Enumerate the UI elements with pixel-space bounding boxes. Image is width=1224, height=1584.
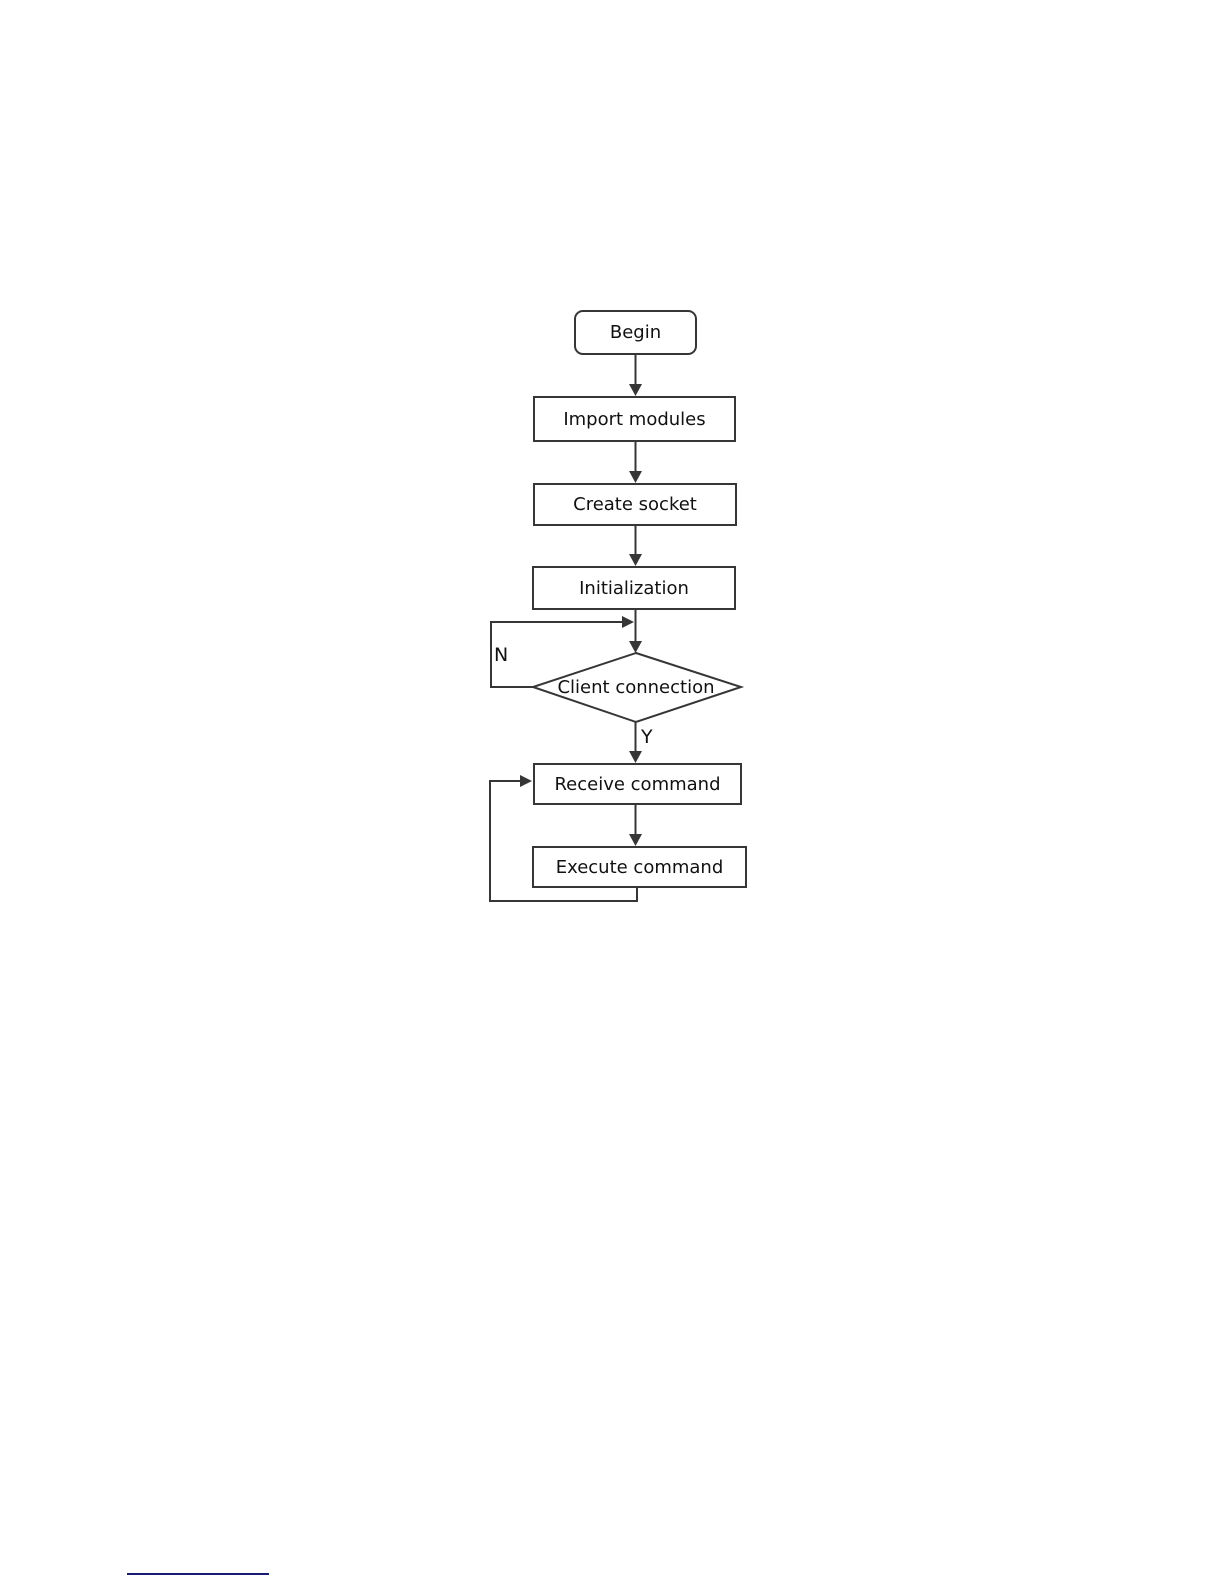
- arrowhead-receive-top-icon: [629, 751, 642, 763]
- edge-execute-receive-loop: [489, 780, 638, 902]
- node-import-modules-label: Import modules: [563, 408, 706, 430]
- footnote-divider: [127, 1573, 269, 1575]
- arrowhead-no-loop-icon: [622, 616, 634, 628]
- node-create-socket: Create socket: [533, 483, 737, 526]
- arrowhead-execute-top-icon: [629, 834, 642, 846]
- node-initialization-label: Initialization: [579, 577, 689, 599]
- node-initialization: Initialization: [532, 566, 736, 610]
- branch-label-yes: Y: [641, 726, 653, 748]
- node-create-socket-label: Create socket: [573, 494, 697, 515]
- node-receive-command: Receive command: [533, 763, 742, 805]
- branch-label-no: N: [494, 644, 509, 666]
- node-execute-command: Execute command: [532, 846, 747, 888]
- arrowhead-receive-left-icon: [520, 775, 532, 787]
- node-client-connection: Client connection: [536, 674, 736, 700]
- arrowhead-create-top-icon: [629, 471, 642, 483]
- node-client-connection-label: Client connection: [557, 676, 715, 698]
- node-receive-command-label: Receive command: [554, 773, 721, 795]
- node-begin: Begin: [574, 310, 697, 355]
- arrowhead-import-top-icon: [629, 384, 642, 396]
- node-import-modules: Import modules: [533, 396, 736, 442]
- arrowhead-init-top-icon: [629, 554, 642, 566]
- node-begin-label: Begin: [609, 322, 662, 343]
- arrowhead-decision-top-icon: [629, 641, 642, 653]
- node-execute-command-label: Execute command: [555, 856, 724, 878]
- edge-decision-no-loop: [490, 621, 622, 688]
